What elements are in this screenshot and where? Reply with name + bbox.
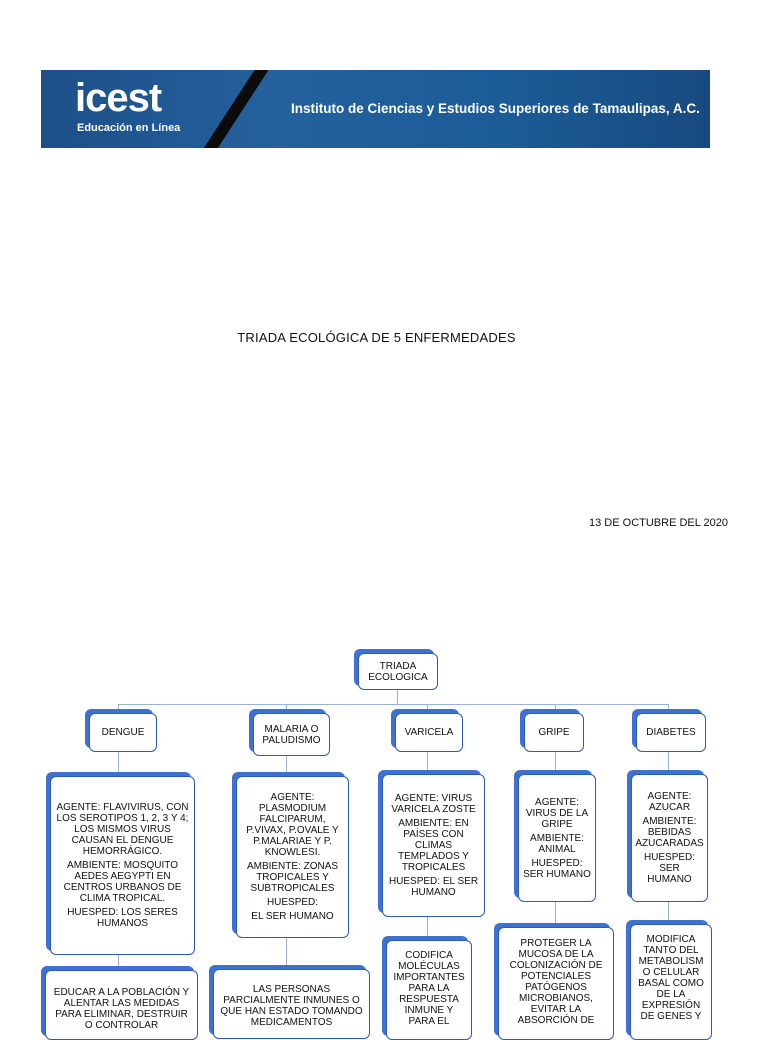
triad-host: HUESPED:	[266, 897, 319, 908]
disease-label: MALARIA O PALUDISMO	[262, 723, 321, 746]
connector-diabetes	[668, 704, 669, 712]
triad-node-malaria: AGENTE: PLASMODIUM FALCIPARUM, P.VIVAX, …	[236, 776, 349, 938]
triad-agent: AGENTE: PLASMODIUM FALCIPARUM, P.VIVAX, …	[246, 792, 339, 858]
triad-node-gripe: AGENTE: VIRUS DE LA GRIPE AMBIENTE: ANIM…	[518, 774, 596, 902]
disease-node-gripe: GRIPE	[524, 713, 584, 752]
disease-label: DIABETES	[646, 727, 696, 738]
connector-gripe-prev	[555, 902, 556, 926]
triad-host: HUESPED: SER HUMANO	[643, 852, 696, 885]
connector-malaria	[286, 704, 287, 712]
triad-host: HUESPED: SER HUMANO	[523, 857, 591, 880]
disease-label: DENGUE	[101, 727, 145, 738]
triad-host: HUESPED: LOS SERES HUMANOS	[67, 907, 178, 929]
root-node: TRIADA ECOLOGICA	[358, 653, 438, 690]
prevention-text: MODIFICA TANTO DEL METABOLISM O CELULAR …	[638, 934, 704, 1022]
institution-banner: icest Educación en Línea Instituto de Ci…	[41, 70, 710, 148]
prevention-node-varicela: CODIFICA MOLÉCULAS IMPORTANTES PARA LA R…	[386, 940, 472, 1040]
triad-agent: AGENTE: AZUCAR	[647, 791, 692, 813]
connector-gripe-triad	[555, 752, 556, 772]
disease-label: GRIPE	[538, 727, 570, 738]
triad-host-value: EL SER HUMANO	[251, 911, 334, 922]
icest-logo: icest	[75, 76, 162, 120]
logo-subtitle: Educación en Línea	[77, 122, 181, 134]
triad-agent: AGENTE: FLAVIVIRUS, CON LOS SEROTIPOS 1,…	[56, 802, 189, 857]
disease-node-dengue: DENGUE	[89, 713, 157, 752]
triad-environment: AMBIENTE: ANIMAL	[530, 832, 584, 855]
prevention-text: CODIFICA MOLÉCULAS IMPORTANTES PARA LA R…	[393, 950, 465, 1027]
triad-node-dengue: AGENTE: FLAVIVIRUS, CON LOS SEROTIPOS 1,…	[50, 776, 195, 955]
disease-node-diabetes: DIABETES	[636, 713, 706, 752]
triad-node-diabetes: AGENTE: AZUCAR AMBIENTE: BEBIDAS AZUCARA…	[631, 774, 708, 902]
disease-node-malaria: MALARIA O PALUDISMO	[253, 713, 330, 756]
triad-environment: AMBIENTE: ZONAS TROPICALES Y SUBTROPICAL…	[246, 861, 339, 894]
connector-varicela-prev	[427, 917, 428, 939]
root-label: TRIADA ECOLOGICA	[368, 660, 428, 683]
triad-environment: AMBIENTE: BEBIDAS AZUCARADAS	[635, 816, 704, 849]
triad-host: HUESPED: EL SER HUMANO	[388, 876, 479, 898]
prevention-node-diabetes: MODIFICA TANTO DEL METABOLISM O CELULAR …	[630, 924, 712, 1040]
connector-horizontal-bus	[118, 704, 668, 705]
prevention-node-dengue: EDUCAR A LA POBLACIÓN Y ALENTAR LAS MEDI…	[45, 970, 198, 1040]
institution-name: Instituto de Ciencias y Estudios Superio…	[291, 101, 700, 116]
connector-dengue-prev	[118, 955, 119, 969]
document-title-text: TRIADA ECOLÓGICA DE 5 ENFERMEDADES	[237, 330, 516, 345]
connector-malaria-prev	[286, 938, 287, 968]
connector-dengue-triad	[118, 752, 119, 774]
document-date: 13 DE OCTUBRE DEL 2020	[589, 517, 728, 529]
triad-node-varicela: AGENTE: VIRUS VARICELA ZOSTE AMBIENTE: E…	[382, 774, 485, 917]
disease-label: VARICELA	[404, 727, 454, 738]
disease-node-varicela: VARICELA	[395, 713, 463, 752]
prevention-node-gripe: PROTEGER LA MUCOSA DE LA COLONIZACIÓN DE…	[498, 927, 614, 1040]
prevention-node-malaria: LAS PERSONAS PARCIALMENTE INMUNES O QUE …	[213, 969, 370, 1039]
connector-diabetes-triad	[668, 752, 669, 772]
connector-dengue	[118, 704, 119, 712]
connector-root-down	[397, 690, 398, 704]
connector-diabetes-prev	[668, 902, 669, 924]
connector-varicela	[427, 704, 428, 712]
document-title: TRIADA ECOLÓGICA DE 5 ENFERMEDADES	[0, 330, 768, 345]
banner-slash-decoration	[189, 70, 275, 148]
prevention-text: EDUCAR A LA POBLACIÓN Y ALENTAR LAS MEDI…	[53, 987, 190, 1031]
triad-agent: AGENTE: VIRUS DE LA GRIPE	[525, 796, 589, 830]
connector-malaria-triad	[286, 756, 287, 776]
connector-gripe	[555, 704, 556, 712]
connector-varicela-triad	[427, 752, 428, 772]
triad-agent: AGENTE: VIRUS VARICELA ZOSTE	[391, 793, 476, 815]
triad-environment: AMBIENTE: EN PAÍSES CON CLIMAS TEMPLADOS…	[398, 818, 469, 873]
prevention-text: LAS PERSONAS PARCIALMENTE INMUNES O QUE …	[220, 984, 363, 1028]
prevention-text: PROTEGER LA MUCOSA DE LA COLONIZACIÓN DE…	[509, 938, 603, 1026]
triad-environment: AMBIENTE: MOSQUITO AEDES AEGYPTI EN CENT…	[63, 860, 182, 904]
